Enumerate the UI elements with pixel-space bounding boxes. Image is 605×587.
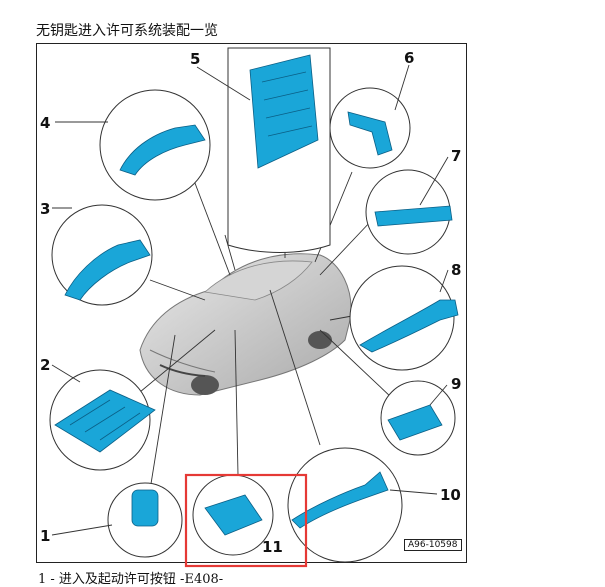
page-title: 无钥匙进入许可系统装配一览 bbox=[36, 23, 218, 39]
part-11-antenna bbox=[204, 494, 263, 536]
part-1-start-button bbox=[131, 489, 159, 527]
part-10-door-handle bbox=[291, 471, 389, 529]
callout-9: 9 bbox=[451, 375, 461, 393]
callout-11: 11 bbox=[262, 538, 283, 556]
callout-1: 1 bbox=[40, 527, 50, 545]
callout-4: 4 bbox=[40, 114, 50, 132]
callout-2: 2 bbox=[40, 356, 50, 374]
part-2-control-unit bbox=[54, 389, 156, 453]
part-8-door-handle bbox=[359, 299, 459, 353]
callout-10: 10 bbox=[440, 486, 461, 504]
callout-3: 3 bbox=[40, 200, 50, 218]
reference-code: A96-10598 bbox=[404, 539, 462, 551]
part-6-antenna bbox=[347, 111, 393, 156]
callout-7: 7 bbox=[451, 147, 461, 165]
part-4-door-handle bbox=[119, 124, 206, 176]
highlight-box bbox=[184, 473, 308, 568]
part-7-antenna bbox=[374, 205, 453, 227]
part-5-control-unit bbox=[249, 54, 319, 169]
part-3-door-handle bbox=[64, 239, 151, 301]
component-parts bbox=[54, 54, 459, 536]
callout-numbers: 5 4 3 2 1 6 7 8 9 10 11 bbox=[40, 49, 461, 556]
car-illustration bbox=[139, 253, 352, 396]
callout-6: 6 bbox=[404, 49, 414, 67]
diagram-frame bbox=[36, 43, 467, 563]
callout-8: 8 bbox=[451, 261, 461, 279]
part-9-sensor bbox=[387, 404, 443, 441]
callout-5: 5 bbox=[190, 50, 200, 68]
legend-item-1: 1 - 进入及起动许可按钮 -E408- bbox=[38, 572, 224, 587]
